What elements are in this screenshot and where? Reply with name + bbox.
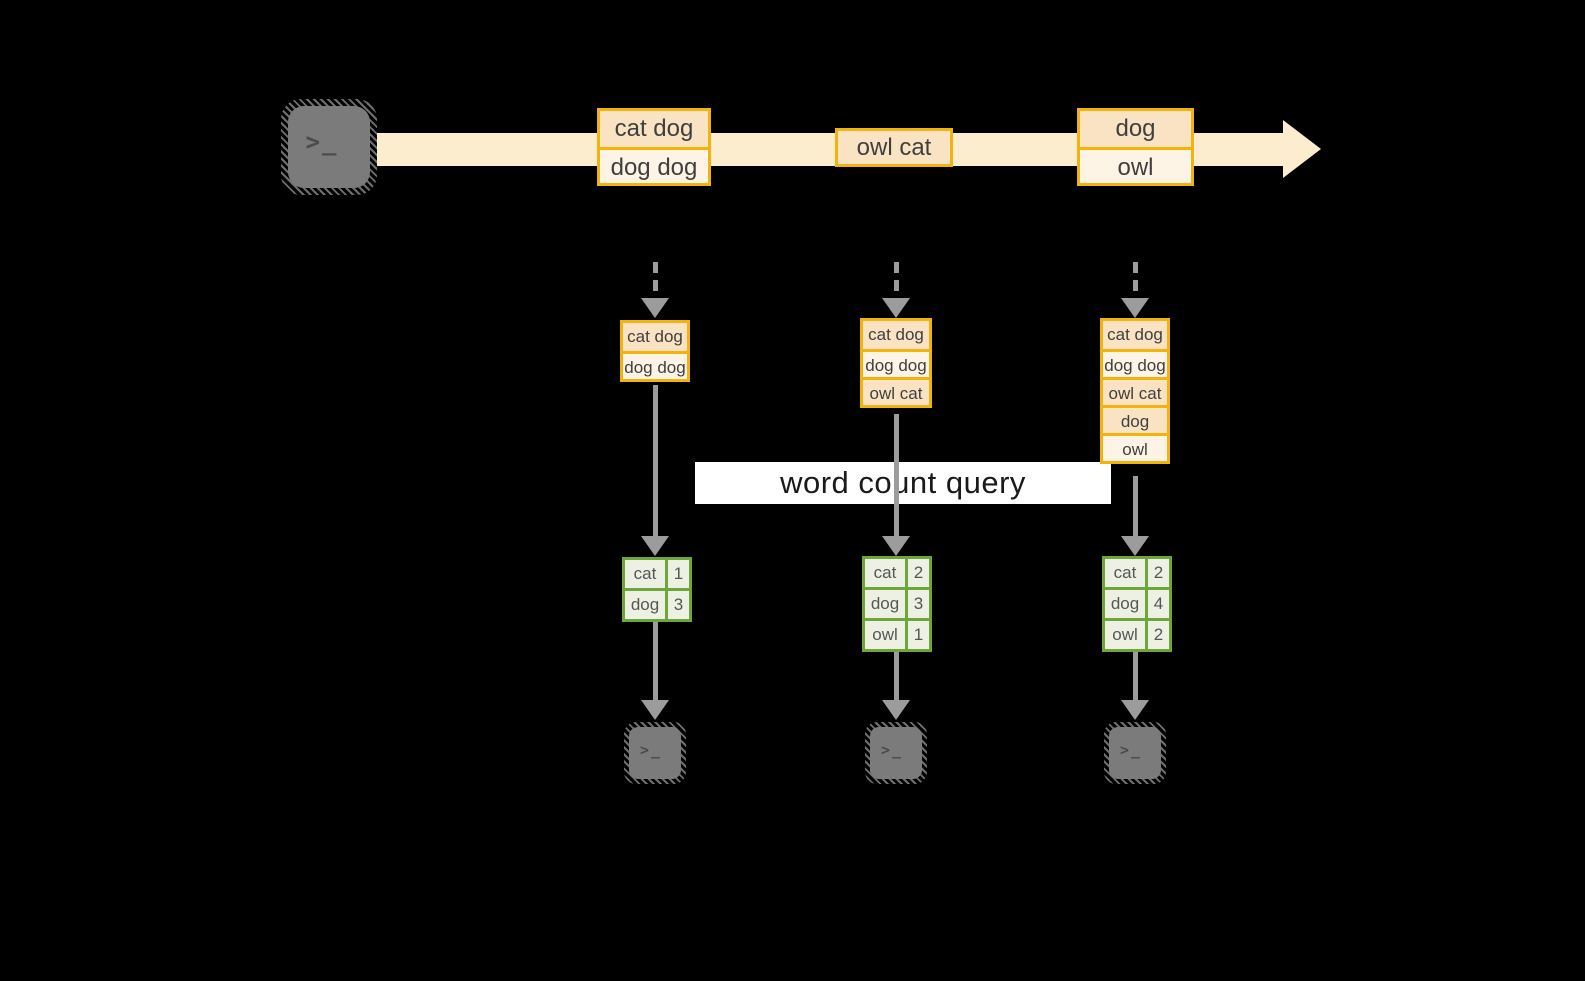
batch-cell: dog [1080,111,1191,147]
arrow-line [894,414,899,536]
arrow-line [1133,476,1138,536]
arrow-line [1133,652,1138,700]
dashed-arrow-head-icon [882,298,910,318]
result-count: 2 [1148,559,1169,587]
source-terminal-icon: >_ [281,99,377,195]
batch-cell: dog dog [600,147,708,183]
result-word: owl [1105,621,1145,649]
input-state-2: cat dog dog dog owl cat [860,318,932,408]
result-count: 2 [908,559,929,587]
result-count: 4 [1148,590,1169,618]
terminal-screen: >_ [629,727,681,779]
terminal-prompt-icon: >_ [880,741,904,759]
input-cell: cat dog [863,321,929,349]
batch-cell: cat dog [600,111,708,147]
terminal-prompt-icon: >_ [1119,741,1143,759]
result-word: cat [625,560,665,588]
dashed-arrow-line [894,262,899,298]
sink-terminal-icon: >_ [1104,722,1166,784]
result-count: 1 [668,560,689,588]
input-cell: dog [1103,405,1167,433]
input-cell: owl cat [1103,377,1167,405]
input-cell: dog dog [1103,349,1167,377]
result-word: dog [1105,590,1145,618]
terminal-screen: >_ [870,727,922,779]
result-count: 3 [908,590,929,618]
batch-cell: owl cat [838,131,950,164]
input-cell: cat dog [623,323,687,351]
arrow-head-icon [641,700,669,720]
result-count: 2 [1148,621,1169,649]
result-table-1: cat 1 dog 3 [622,557,692,622]
sink-terminal-icon: >_ [865,722,927,784]
timeline-batch-3: dog owl [1077,108,1194,186]
input-cell: dog dog [863,349,929,377]
dashed-arrow-line [653,262,658,298]
arrow-line [653,622,658,700]
batch-cell: owl [1080,147,1191,183]
dashed-arrow-line [1133,262,1138,298]
result-word: dog [625,591,665,619]
result-count: 3 [668,591,689,619]
arrow-head-icon [882,536,910,556]
terminal-screen: >_ [288,106,370,188]
arrow-head-icon [1121,700,1149,720]
input-cell: dog dog [623,351,687,379]
stream-timeline-arrowhead-icon [1283,120,1321,178]
terminal-prompt-icon: >_ [305,128,339,156]
dashed-arrow-head-icon [1121,298,1149,318]
arrow-head-icon [1121,536,1149,556]
terminal-screen: >_ [1109,727,1161,779]
terminal-prompt-icon: >_ [639,741,663,759]
result-word: dog [865,590,905,618]
result-word: cat [865,559,905,587]
result-table-3: cat 2 dog 4 owl 2 [1102,556,1172,652]
result-table-2: cat 2 dog 3 owl 1 [862,556,932,652]
result-count: 1 [908,621,929,649]
arrow-line [894,652,899,700]
sink-terminal-icon: >_ [624,722,686,784]
timeline-batch-2: owl cat [835,128,953,167]
arrow-head-icon [882,700,910,720]
arrow-line [653,385,658,536]
timeline-batch-1: cat dog dog dog [597,108,711,186]
result-word: cat [1105,559,1145,587]
input-state-3: cat dog dog dog owl cat dog owl [1100,318,1170,464]
input-cell: owl [1103,433,1167,461]
arrow-head-icon [641,536,669,556]
query-label: word count query [695,462,1111,504]
dashed-arrow-head-icon [641,298,669,318]
result-word: owl [865,621,905,649]
input-cell: cat dog [1103,321,1167,349]
input-cell: owl cat [863,377,929,405]
input-state-1: cat dog dog dog [620,320,690,382]
